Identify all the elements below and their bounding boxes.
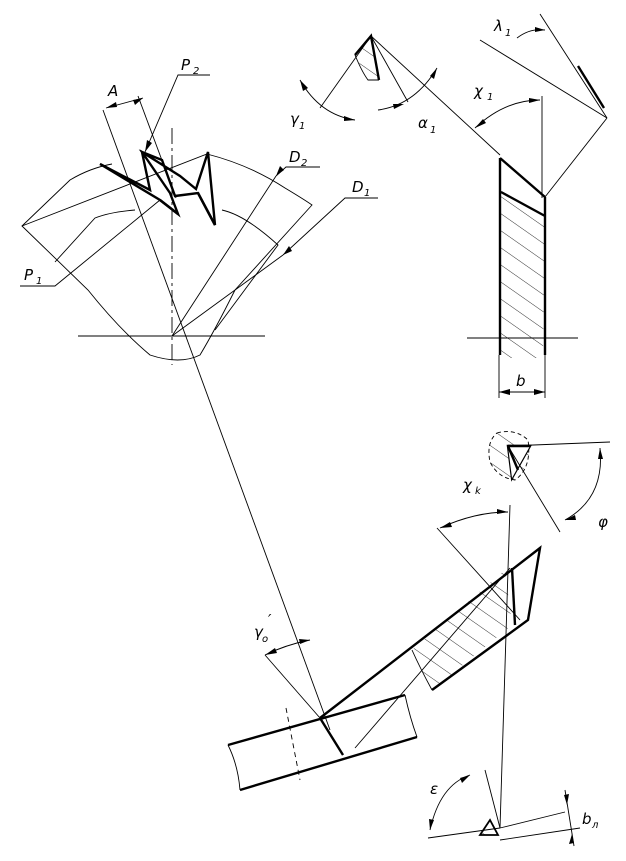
label-P2-sub: 2 bbox=[193, 66, 199, 77]
label-D2: D bbox=[289, 148, 301, 166]
tooth-tip-detail bbox=[299, 33, 501, 156]
label-D1: D bbox=[352, 178, 364, 196]
P1-leader bbox=[20, 199, 161, 287]
radius-D2 bbox=[171, 175, 277, 337]
tip-detail-labels: φ χ k bbox=[462, 476, 608, 531]
radius-D1 bbox=[171, 254, 284, 337]
side-section-labels: χ 1 λ 1 b bbox=[473, 17, 526, 390]
label-alpha1: α bbox=[418, 114, 428, 132]
section-line-A-left bbox=[102, 109, 331, 731]
label-D1-sub: 1 bbox=[364, 188, 370, 199]
label-gamma0: γ bbox=[254, 623, 264, 641]
D2-leader bbox=[275, 166, 320, 177]
label-gamma1-sub: 1 bbox=[299, 121, 305, 132]
label-lambda1-sub: 1 bbox=[505, 28, 511, 39]
section-outline bbox=[498, 157, 547, 355]
label-chik: χ bbox=[462, 476, 473, 494]
label-gamma0-prime: ′ bbox=[268, 611, 272, 629]
label-lambda1: λ bbox=[493, 17, 503, 35]
label-b: b bbox=[516, 372, 526, 390]
tip-detail-phi bbox=[488, 431, 611, 533]
top-left-labels: A P 2 D 2 D 1 P 1 bbox=[24, 56, 370, 287]
workpiece-bar bbox=[227, 693, 418, 792]
D1-leader bbox=[282, 197, 378, 256]
label-gamma0-sub: o bbox=[262, 634, 268, 645]
bottom-section bbox=[227, 504, 581, 847]
side-section bbox=[467, 13, 608, 398]
P2-leader bbox=[144, 74, 210, 153]
inner-contour bbox=[54, 209, 279, 331]
label-alpha1-sub: 1 bbox=[430, 125, 436, 136]
label-phi: φ bbox=[598, 513, 608, 531]
label-P2: P bbox=[181, 56, 191, 74]
label-P1-sub: 1 bbox=[36, 276, 42, 287]
cutter-profile-view bbox=[20, 74, 378, 731]
outer-contour bbox=[21, 153, 313, 361]
label-gamma1: γ bbox=[290, 110, 300, 128]
label-bl-sub: л bbox=[591, 820, 599, 831]
label-D2-sub: 2 bbox=[301, 158, 307, 169]
label-epsilon: ε bbox=[430, 780, 438, 798]
label-chik-sub: k bbox=[475, 486, 482, 497]
label-chi1-sub: 1 bbox=[487, 92, 493, 103]
label-P1: P bbox=[24, 266, 34, 284]
label-chi1: χ bbox=[473, 82, 484, 100]
tooth-tip-labels: γ 1 α 1 bbox=[290, 110, 436, 136]
label-bl: b bbox=[582, 810, 592, 828]
bottom-labels: γ o ′ ε b л bbox=[254, 611, 599, 831]
label-A: A bbox=[107, 82, 118, 100]
